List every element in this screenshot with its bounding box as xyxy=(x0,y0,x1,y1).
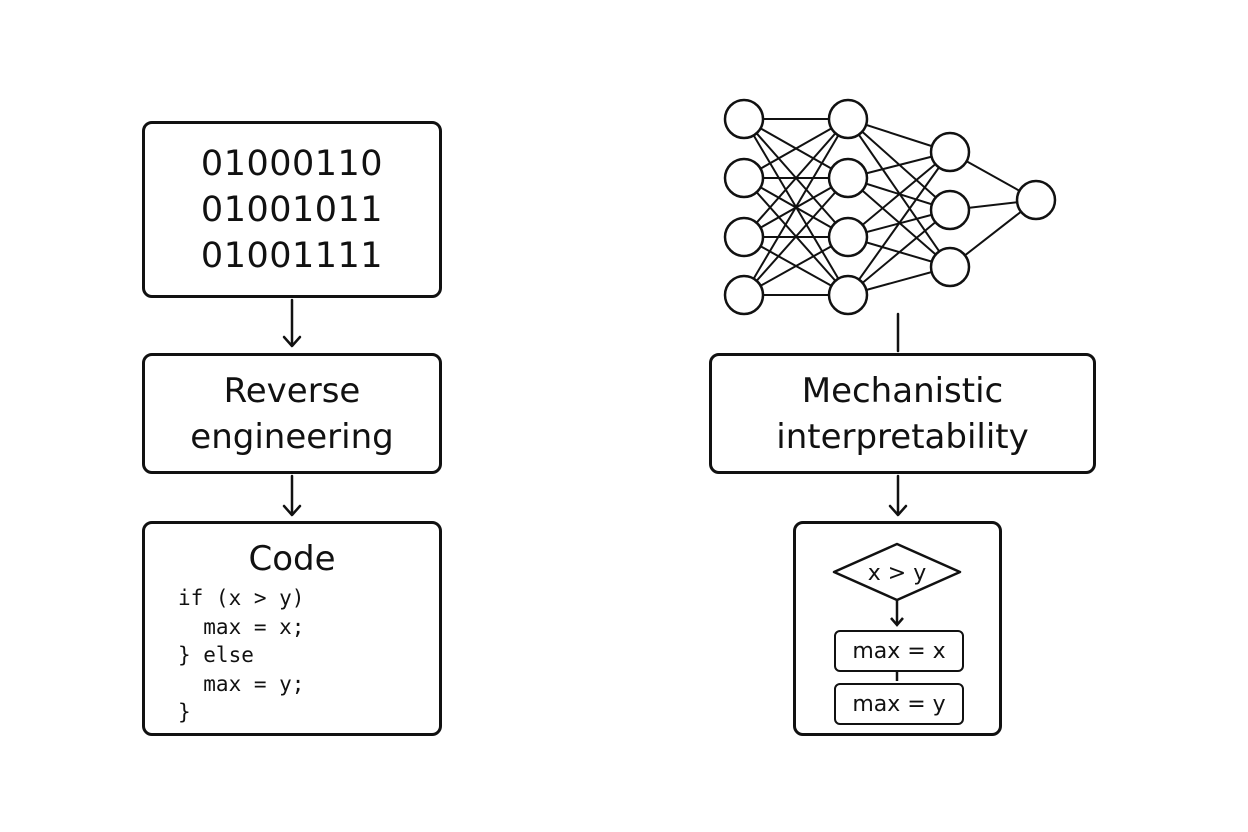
network-edge xyxy=(847,177,951,211)
code-line: max = y; xyxy=(178,671,305,696)
network-edge xyxy=(847,118,951,268)
network-edge xyxy=(847,118,951,211)
network-edge xyxy=(743,118,849,238)
network-edge xyxy=(743,118,849,296)
network-node xyxy=(929,246,971,288)
network-node xyxy=(827,274,869,316)
false-branch-box: max = y xyxy=(834,683,964,725)
arrow-head xyxy=(888,504,908,517)
reverse-engineering-label: Reverse xyxy=(223,370,361,411)
source-code-box: Code if (x > y) max = x; } else max = y;… xyxy=(142,521,442,736)
network-edge xyxy=(743,118,849,179)
network-edge xyxy=(743,236,849,296)
network-edge xyxy=(949,199,1037,268)
network-edge xyxy=(743,177,849,296)
neural-network-icon xyxy=(723,98,1057,316)
code-line: } else xyxy=(178,643,254,667)
network-edge xyxy=(847,266,951,296)
reverse-engineering-box: Reverse engineering xyxy=(142,353,442,474)
arrow-head xyxy=(282,335,302,348)
network-node xyxy=(1015,179,1057,221)
network-edge xyxy=(847,118,951,153)
network-node xyxy=(929,189,971,231)
network-node xyxy=(723,274,765,316)
network-node xyxy=(723,157,765,199)
network-edge xyxy=(743,177,849,238)
network-edge xyxy=(743,118,849,238)
network-node xyxy=(827,216,869,258)
network-node xyxy=(929,131,971,173)
decision-arrow-head xyxy=(890,617,904,627)
mechanistic-interpretability-label: Mechanistic xyxy=(801,370,1004,411)
network-edge xyxy=(949,151,1037,201)
mechanistic-interpretability-box: Mechanistic interpretability xyxy=(709,353,1096,474)
network-edge xyxy=(847,177,951,268)
network-edge xyxy=(743,236,849,296)
flowchart-svg: x > y xyxy=(832,542,962,681)
arrow-head xyxy=(282,504,302,517)
binary-code-box: 01000110 01001011 01001111 xyxy=(142,121,442,298)
network-edge xyxy=(847,151,951,179)
network-node xyxy=(827,157,869,199)
true-branch-box: max = x xyxy=(834,630,964,672)
decision-label: x > y xyxy=(868,561,926,586)
algorithm-flowchart-box: x > y max = x max = y xyxy=(793,521,1002,736)
network-edge xyxy=(743,118,849,179)
network-edge xyxy=(847,151,951,296)
binary-line: 01001011 xyxy=(200,189,384,230)
code-title: Code xyxy=(248,539,336,579)
code-snippet: if (x > y) max = x; } else max = y; } xyxy=(178,584,304,727)
network-edge xyxy=(743,118,849,296)
code-line: if (x > y) xyxy=(178,586,305,610)
code-line: } xyxy=(178,700,191,724)
code-line: max = x; xyxy=(178,614,305,639)
network-edge xyxy=(949,199,1037,211)
network-edge xyxy=(847,236,951,268)
network-node xyxy=(723,98,765,140)
network-edge xyxy=(847,209,951,296)
network-edge xyxy=(743,177,849,296)
mechanistic-interpretability-label: interpretability xyxy=(776,416,1029,457)
reverse-engineering-label: engineering xyxy=(190,416,394,457)
network-node xyxy=(827,98,869,140)
binary-line: 01000110 xyxy=(200,143,384,184)
network-node xyxy=(723,216,765,258)
network-edge xyxy=(847,151,951,238)
binary-line: 01001111 xyxy=(200,235,384,276)
network-edge xyxy=(743,177,849,238)
network-edge xyxy=(847,209,951,238)
